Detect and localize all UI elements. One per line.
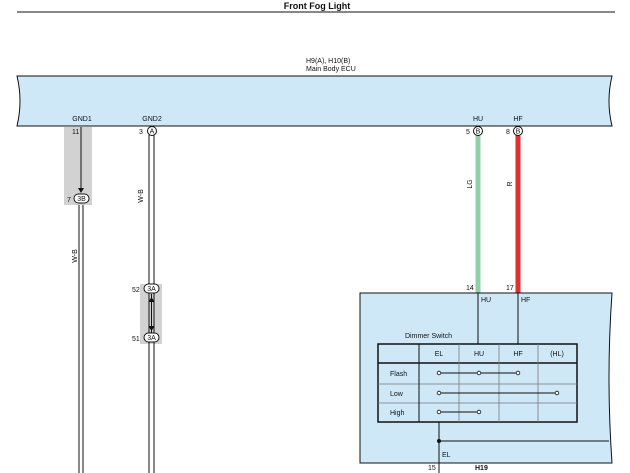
junction-j1-conn: 3B — [77, 196, 86, 203]
pin-conn-hu: B — [476, 129, 481, 136]
page-title: Front Fog Light — [284, 1, 350, 11]
dimmer-col-hl: (HL) — [550, 351, 564, 358]
bottom-connector-label: H19 — [475, 465, 488, 472]
gnd2-arrow-up — [148, 297, 155, 302]
junction-j2-top-oval — [143, 283, 160, 294]
junction-j1-oval — [73, 193, 90, 204]
junction-j1-num: 7 — [67, 197, 71, 204]
pin-conn-hf: B — [516, 129, 521, 136]
pin-num-hf: 8 — [506, 129, 510, 136]
dimmer-title: Dimmer Switch — [405, 333, 452, 340]
junction-j2-bottom-conn: 3A — [147, 335, 156, 342]
dimmer-switch-component — [359, 292, 613, 464]
dimmer-row-high: High — [390, 410, 405, 417]
pin-num-gnd1: 11 — [72, 129, 79, 136]
pin-num-hu: 5 — [466, 129, 470, 136]
pin-name-gnd1: GND1 — [72, 116, 92, 123]
switch-pin-label-hf: HF — [521, 297, 530, 304]
dimmer-table — [377, 343, 578, 423]
pin-num-gnd2: 3 — [139, 129, 143, 136]
dimmer-high-connection — [436, 409, 482, 415]
dimmer-flash-connection — [436, 370, 521, 376]
ecu-connector-label: H9(A), H10(B) — [306, 58, 350, 65]
dimmer-col-el: EL — [435, 351, 444, 358]
wire-color-gnd2: W-B — [138, 189, 145, 203]
wire-color-hf: R — [507, 181, 514, 186]
wire-color-hu: LG — [467, 179, 474, 188]
pin-name-hu: HU — [473, 116, 483, 123]
junction-j2-bottom-num: 51 — [132, 336, 140, 343]
pin-conn-hu-circle — [473, 126, 483, 136]
dimmer-row-flash: Flash — [390, 371, 407, 378]
pin-name-gnd2: GND2 — [142, 116, 162, 123]
el-junction-dot — [437, 439, 441, 443]
switch-pin-label-hu: HU — [481, 297, 491, 304]
junction-j2-top-num: 52 — [132, 287, 140, 294]
switch-pin-num-hf: 17 — [506, 285, 514, 292]
dimmer-col-hf: HF — [513, 351, 522, 358]
pin-name-hf: HF — [513, 116, 522, 123]
pin-conn-hf-circle — [513, 126, 523, 136]
dimmer-low-connection — [436, 390, 560, 396]
junction-j2-top-conn: 3A — [147, 286, 156, 293]
dimmer-row-low: Low — [390, 391, 404, 398]
main-body-ecu — [16, 75, 613, 127]
gnd1-splice-band — [64, 127, 92, 205]
junction-j2-bottom-oval — [143, 332, 160, 343]
bottom-pin-num: 15 — [428, 465, 436, 472]
pin-conn-gnd2: A — [150, 129, 155, 136]
wire-color-gnd1-lower: W-B — [72, 249, 79, 263]
gnd1-arrow — [78, 188, 84, 193]
ecu-name-label: Main Body ECU — [306, 66, 356, 73]
gnd2-arrow-down — [148, 326, 155, 331]
switch-pin-num-hu: 14 — [466, 285, 474, 292]
dimmer-col-hu: HU — [474, 351, 484, 358]
pin-conn-gnd2-circle — [147, 126, 157, 136]
el-label: EL — [442, 452, 451, 459]
